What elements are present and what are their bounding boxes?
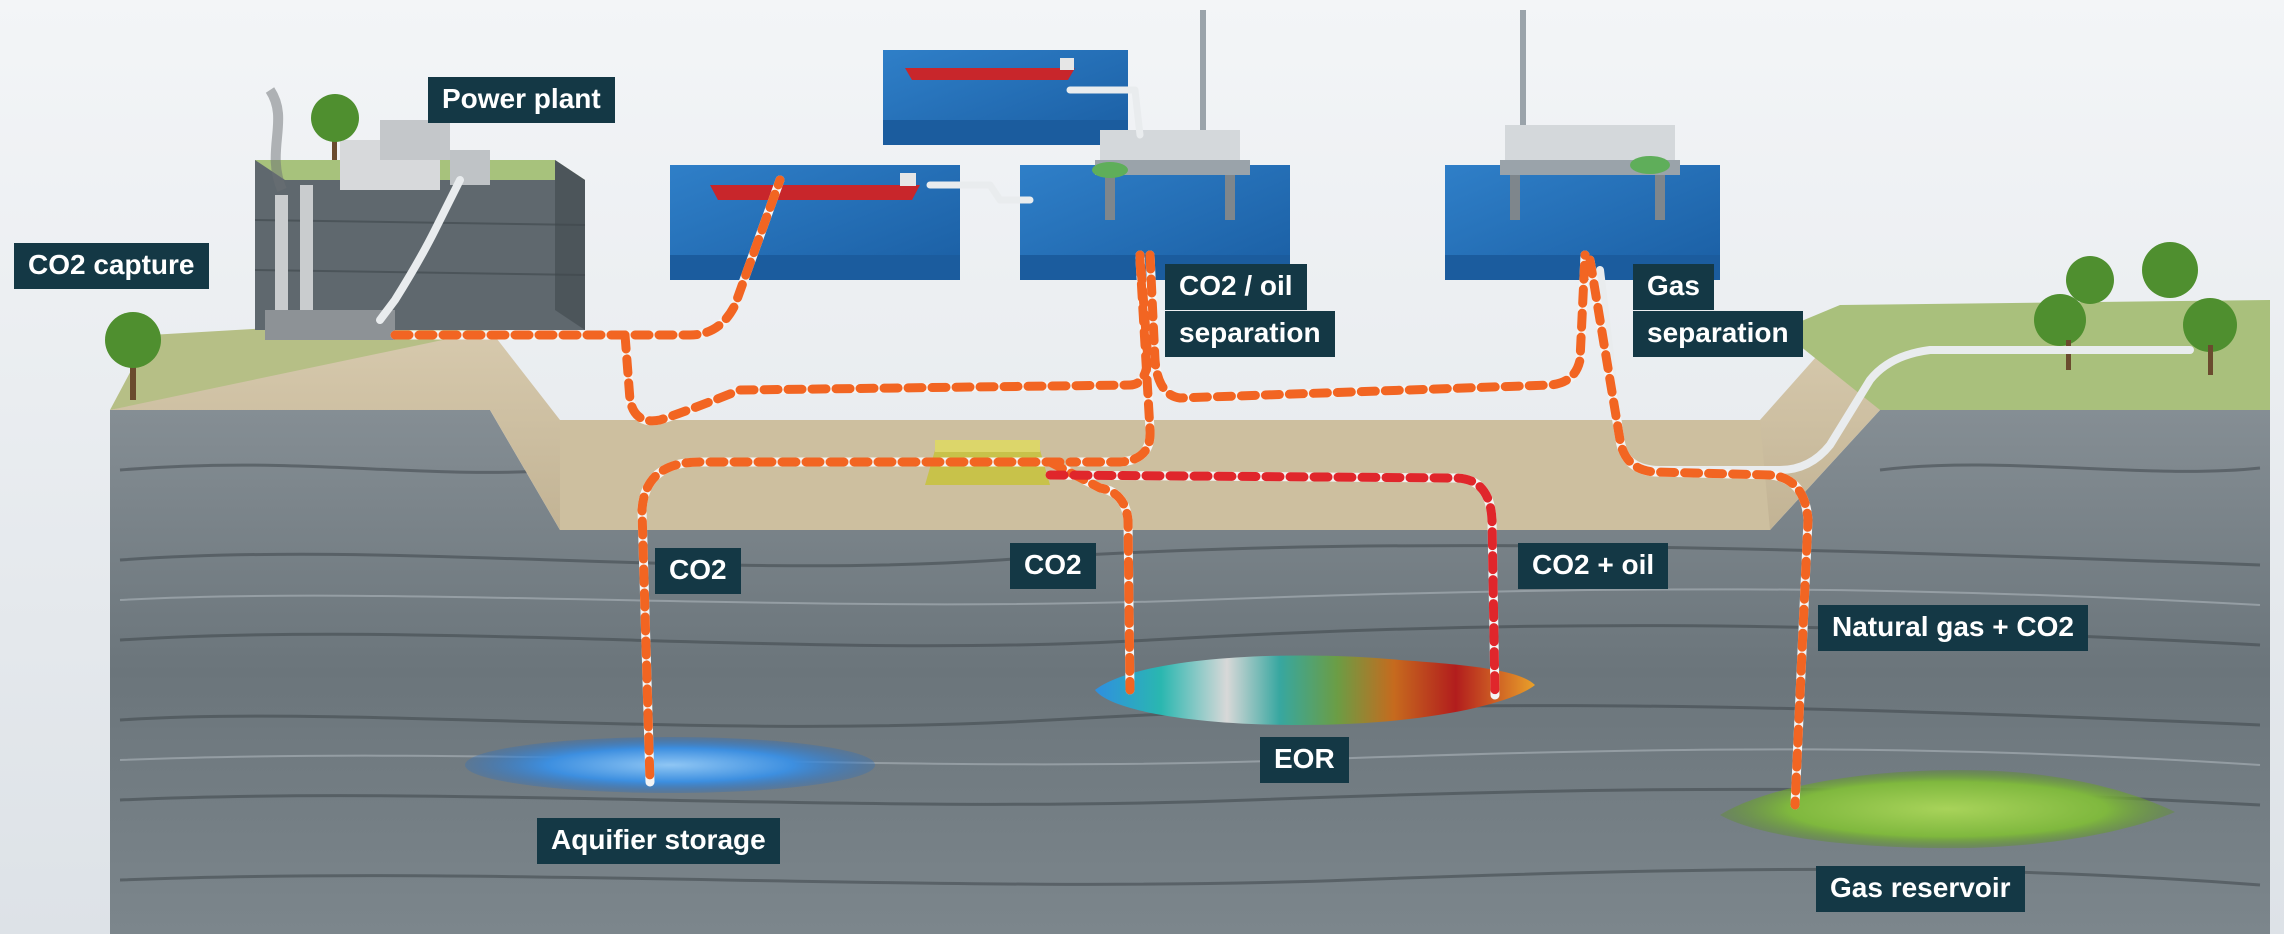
power-plant-label: Power plant: [428, 77, 615, 123]
aquifer-reservoir: [465, 737, 875, 793]
co2-oil-separation-label-line2: separation: [1165, 311, 1335, 357]
gas-reservoir-body: [1720, 770, 2175, 849]
co2-oil-separation-label-line1: CO2 / oil: [1165, 264, 1307, 310]
eor-label: EOR: [1260, 737, 1349, 783]
gas-separation-label-line2: separation: [1633, 311, 1803, 357]
gas-reservoir-label: Gas reservoir: [1816, 866, 2025, 912]
natural-gas-co2-label: Natural gas + CO2: [1818, 605, 2088, 651]
sea-block-ship-left: [670, 165, 960, 280]
platform-icon: [1092, 10, 1680, 220]
pipelines: [376, 86, 2194, 810]
tree-icon: [105, 94, 2237, 400]
gas-separation-label-line1: Gas: [1633, 264, 1714, 310]
co2-capture-label: CO2 capture: [14, 243, 209, 289]
sea-block-oil-platform: [1020, 165, 1290, 280]
ship-icon: [710, 58, 1075, 200]
sea-block-ship-top: [883, 50, 1128, 145]
right-land: [1780, 300, 2270, 410]
co2-label-left: CO2: [655, 548, 741, 594]
co2-plus-oil-label: CO2 + oil: [1518, 543, 1669, 589]
eor-reservoir: [1095, 655, 1535, 725]
power-plant-icon: [265, 87, 490, 340]
left-land: [110, 160, 586, 410]
co2-label-middle: CO2: [1010, 543, 1096, 589]
aquifier-storage-label: Aquifier storage: [537, 818, 780, 864]
